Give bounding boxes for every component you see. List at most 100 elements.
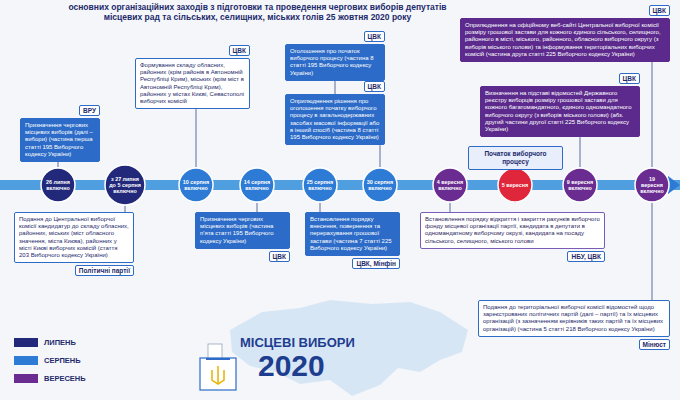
- connector-line: [196, 109, 197, 167]
- date-text: 26 липня включно: [44, 179, 72, 191]
- event-text: Формування складу обласних, районних (кр…: [140, 62, 245, 105]
- responsible-tag: ЦВК: [269, 251, 290, 262]
- connector-line: [257, 203, 258, 212]
- date-circle: 4 вересня включно: [432, 167, 468, 203]
- responsible-tag: Політичні партії: [75, 265, 134, 276]
- date-text: 25 серпня включно: [306, 179, 334, 191]
- circle-fill: [498, 168, 532, 202]
- circle-fill: [179, 168, 213, 202]
- connector-line: [380, 145, 381, 167]
- connector-line: [580, 137, 581, 167]
- event-text: Оприлюднення на офіційному веб-сайті Цен…: [465, 22, 665, 58]
- circle-fill: [105, 165, 145, 205]
- circle-fill: [563, 168, 597, 202]
- legend-item: ВЕРЕСЕНЬ: [14, 374, 86, 383]
- tag-text: НБУ, ЦВК: [571, 253, 601, 260]
- connector-line: [335, 81, 336, 94]
- circle-fill: [363, 168, 397, 202]
- date-text: 30 серпня включно: [366, 179, 394, 191]
- responsible-tag: ЦВК: [229, 45, 250, 56]
- tag-text: Політичні партії: [79, 267, 130, 274]
- logo-text: 2020: [258, 351, 325, 381]
- timeline-arrow: [668, 176, 680, 194]
- responsible-tag: ЦВК: [619, 73, 640, 84]
- date-circle: 10 серпня включно: [178, 167, 214, 203]
- date-text: 19 вересня включно: [638, 176, 666, 195]
- event-text: Призначення чергових місцевих виборів (д…: [25, 122, 95, 158]
- event-box: Встановлення порядку внесення, поверненн…: [305, 212, 400, 256]
- legend-text: СЕРПЕНЬ: [44, 356, 81, 365]
- event-text: Встановлення порядку відкриття і закритт…: [425, 216, 600, 245]
- legend-swatch: [14, 374, 38, 383]
- date-text: 5 вересня: [501, 182, 529, 188]
- date-text: з 27 липня до 5 серпня включно: [108, 176, 142, 195]
- event-text: Подання до територіальної виборчої коміс…: [483, 304, 665, 333]
- event-text: Визначення на підставі відомостей Держав…: [485, 90, 635, 133]
- circle-fill: [303, 168, 337, 202]
- event-text: Початок виборчого процесу: [473, 150, 558, 166]
- date-circle: 30 серпня включно: [362, 167, 398, 203]
- event-box: Подання до Центральної виборчої комісії …: [14, 212, 134, 263]
- tag-text: ЦВК: [233, 47, 246, 54]
- connector-line: [58, 162, 59, 167]
- date-circle: 9 вересня включно: [562, 167, 598, 203]
- circle-fill: [635, 168, 669, 202]
- event-box: Формування складу обласних, районних (кр…: [135, 58, 250, 109]
- tag-text: ЦВК, Мінфін: [356, 260, 396, 267]
- event-text: Призначення чергових місцевих виборів (ч…: [200, 216, 285, 245]
- legend-text: ЛИПЕНЬ: [44, 338, 76, 347]
- logo-text: МІСЦЕВІ ВИБОРИ: [240, 336, 355, 349]
- event-box: Призначення чергових місцевих виборів (ч…: [195, 212, 290, 249]
- event-text: Оголошення про початок виборчого процесу…: [290, 48, 380, 77]
- date-text: 4 вересня включно: [436, 179, 464, 191]
- event-text: Оприлюднення рішення про оголошення поча…: [290, 98, 380, 141]
- date-circle: 19 вересня включно: [634, 167, 670, 203]
- connector-line: [320, 203, 321, 212]
- legend-item: ЛИПЕНЬ: [14, 338, 76, 347]
- ballot-box: [200, 344, 236, 390]
- date-circle: 25 серпня включно: [302, 167, 338, 203]
- circle-fill: [240, 168, 274, 202]
- ukraine-map: [230, 300, 468, 396]
- responsible-tag: НБУ, ЦВК: [567, 251, 605, 262]
- date-text: 14 серпня включно: [243, 179, 271, 191]
- event-box: Оприлюднення рішення про оголошення поча…: [285, 94, 385, 145]
- legend-swatch: [14, 338, 38, 347]
- connector-line: [652, 203, 653, 300]
- event-box: Подання до територіальної виборчої коміс…: [478, 300, 670, 337]
- tag-text: ЦВК: [623, 75, 636, 82]
- event-box: Початок виборчого процесу: [468, 146, 563, 170]
- responsible-tag: ЦВК: [649, 5, 670, 16]
- responsible-tag: ВРУ: [79, 105, 100, 116]
- date-circle: з 27 липня до 5 серпня включно: [104, 164, 146, 206]
- event-text: Подання до Центральної виборчої комісії …: [19, 216, 129, 259]
- event-box: Призначення чергових місцевих виборів (д…: [20, 118, 100, 162]
- legend-text: ВЕРЕСЕНЬ: [44, 374, 86, 383]
- responsible-tag: Мінюст: [639, 339, 670, 350]
- event-box: Встановлення порядку відкриття і закритт…: [420, 212, 605, 249]
- responsible-tag: ЦВК: [364, 31, 385, 42]
- event-text: Встановлення порядку внесення, поверненн…: [310, 216, 395, 252]
- tag-text: Мінюст: [643, 341, 666, 348]
- date-circle: 14 серпня включно: [239, 167, 275, 203]
- date-circle: 26 липня включно: [40, 167, 76, 203]
- event-box: Визначення на підставі відомостей Держав…: [480, 86, 640, 137]
- tag-text: ЦВК: [368, 33, 381, 40]
- tag-text: ЦВК: [653, 7, 666, 14]
- date-text: 9 вересня включно: [566, 179, 594, 191]
- tag-text: ЦВК: [368, 83, 381, 90]
- legend-item: СЕРПЕНЬ: [14, 356, 81, 365]
- event-box: Оголошення про початок виборчого процесу…: [285, 44, 385, 81]
- circle-fill: [41, 168, 75, 202]
- connector-line: [450, 203, 451, 212]
- event-box: Оприлюднення на офіційному веб-сайті Цен…: [460, 18, 670, 62]
- date-text: 10 серпня включно: [182, 179, 210, 191]
- date-circle: 5 вересня: [497, 167, 533, 203]
- tag-text: ЦВК: [273, 253, 286, 260]
- responsible-tag: ЦВК, Мінфін: [352, 258, 400, 269]
- legend-swatch: [14, 356, 38, 365]
- tag-text: ВРУ: [83, 107, 96, 114]
- connector-line: [652, 62, 653, 167]
- circle-fill: [433, 168, 467, 202]
- diagram-title: основних організаційних заходів з підгот…: [60, 2, 455, 22]
